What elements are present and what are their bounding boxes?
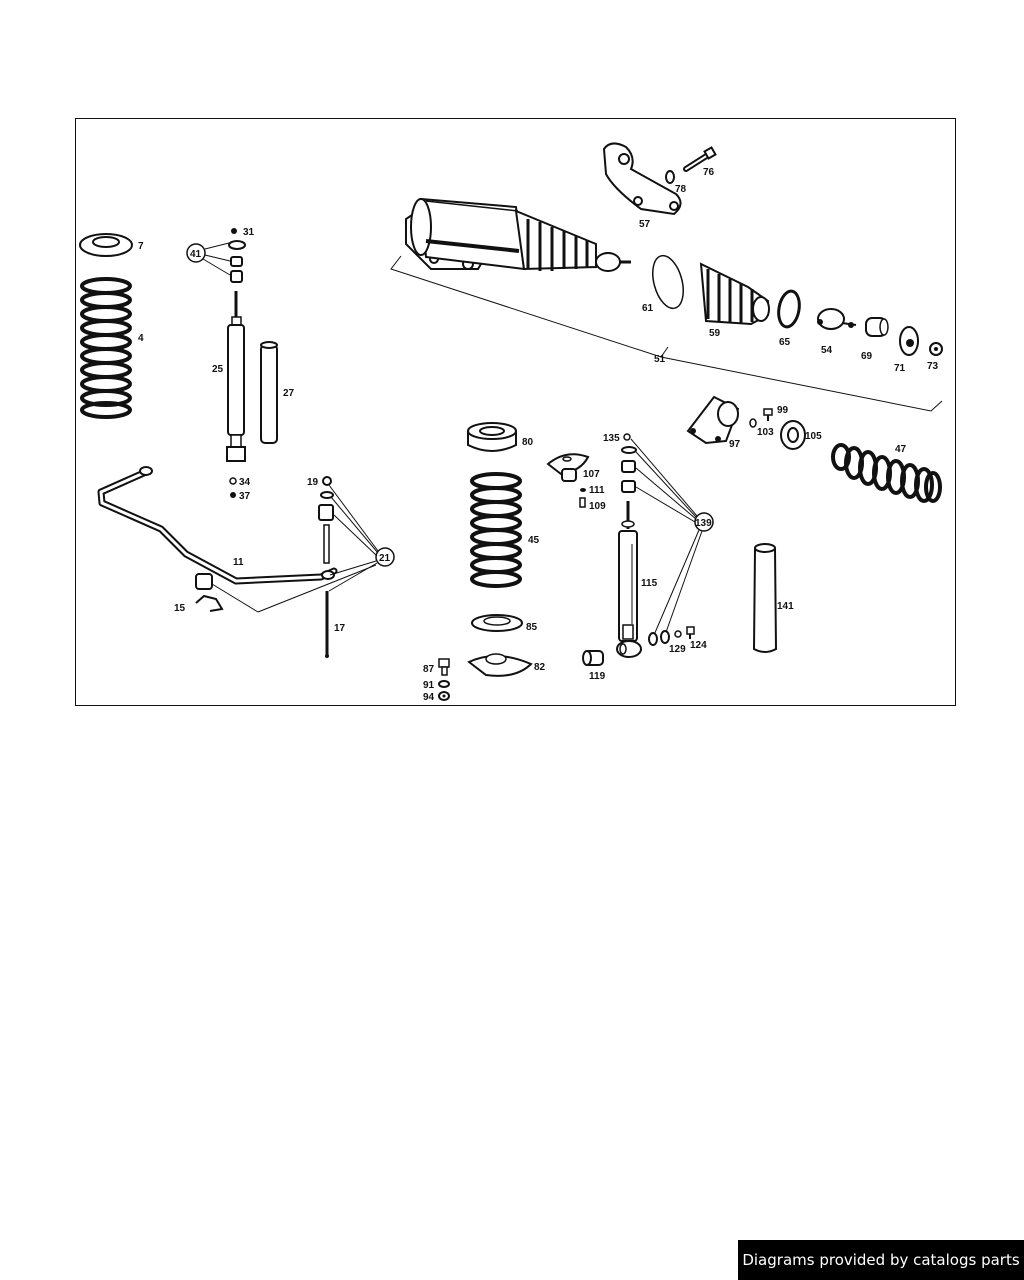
part-washer-129[interactable]: [648, 630, 670, 646]
label-4: 4: [138, 333, 144, 344]
label-105: 105: [805, 431, 822, 442]
label-139: 139: [695, 518, 712, 529]
part-bolt-109[interactable]: [579, 497, 586, 508]
label-99: 99: [777, 405, 789, 416]
part-bushing-spacer[interactable]: [318, 504, 334, 564]
label-135: 135: [603, 433, 620, 444]
label-73: 73: [927, 361, 939, 372]
part-coil-spring-45[interactable]: [470, 472, 522, 588]
part-clamp-ring-65[interactable]: [776, 289, 802, 329]
part-bump-stop-141[interactable]: [752, 543, 778, 653]
part-bolt-76[interactable]: [683, 146, 717, 172]
part-coil-spring-4[interactable]: [80, 277, 132, 419]
callout-circle-139: [630, 438, 714, 636]
label-7: 7: [138, 241, 144, 252]
part-steering-cylinder-51[interactable]: [405, 197, 631, 272]
exploded-parts-diagram: 7 4 31 41 25 27 34 37 19 21 11 15 17 76 …: [79, 142, 943, 703]
part-stabilizer-bar-11[interactable]: [97, 466, 338, 585]
label-45: 45: [528, 535, 540, 546]
label-71: 71: [894, 363, 906, 374]
label-57: 57: [639, 219, 651, 230]
diagram-credit-badge: Diagrams provided by catalogs parts: [738, 1240, 1024, 1280]
part-nut-37[interactable]: [230, 492, 236, 498]
label-41: 41: [190, 249, 202, 260]
part-spring-plate-82[interactable]: [467, 653, 533, 677]
label-61: 61: [642, 303, 654, 314]
part-clamp-15[interactable]: [195, 573, 224, 612]
part-washer-103[interactable]: [749, 418, 757, 428]
parts-diagram-frame: 7 4 31 41 25 27 34 37 19 21 11 15 17 76 …: [75, 118, 956, 706]
label-82: 82: [534, 662, 546, 673]
part-mount-107[interactable]: [546, 453, 590, 482]
part-number-labels: 7 4 31 41 25 27 34 37 19 21 11 15 17 76 …: [138, 167, 939, 703]
part-bushing-69[interactable]: [865, 317, 889, 337]
part-bracket-97[interactable]: [686, 395, 740, 445]
label-21: 21: [379, 553, 391, 564]
label-59: 59: [709, 328, 721, 339]
part-washer-78[interactable]: [665, 170, 675, 184]
part-bolt-124[interactable]: [674, 626, 695, 639]
label-115: 115: [641, 578, 658, 589]
label-141: 141: [777, 601, 794, 612]
label-94: 94: [423, 692, 435, 703]
part-mount-hardware-139[interactable]: [621, 446, 637, 493]
part-washer-111[interactable]: [580, 488, 586, 492]
label-97: 97: [729, 439, 741, 450]
label-11: 11: [233, 557, 244, 568]
part-ring-61[interactable]: [647, 252, 688, 311]
label-17: 17: [334, 623, 346, 634]
part-bolt-99[interactable]: [763, 408, 773, 421]
label-47: 47: [895, 444, 907, 455]
part-shock-absorber-25[interactable]: [226, 291, 246, 462]
part-nut-94[interactable]: [438, 691, 450, 701]
part-bolt-34[interactable]: [229, 477, 237, 485]
label-51: 51: [654, 354, 666, 365]
label-103: 103: [757, 427, 774, 438]
part-cap-71[interactable]: [899, 326, 919, 356]
label-34: 34: [239, 477, 251, 488]
label-54: 54: [821, 345, 833, 356]
part-spring-pad-85[interactable]: [471, 614, 523, 632]
label-80: 80: [522, 437, 534, 448]
part-sleeve-27[interactable]: [260, 341, 278, 444]
label-69: 69: [861, 351, 873, 362]
part-ball-joint-54[interactable]: [817, 308, 857, 330]
label-31: 31: [243, 227, 255, 238]
label-119: 119: [589, 671, 606, 682]
callout-circle-21: [211, 484, 395, 613]
part-link-rod-17[interactable]: [325, 591, 329, 658]
label-76: 76: [703, 167, 715, 178]
part-nut-73[interactable]: [929, 342, 943, 356]
part-washer-19[interactable]: [320, 476, 334, 499]
label-111: 111: [589, 485, 605, 496]
label-25: 25: [212, 364, 224, 375]
part-steering-arm-57[interactable]: [602, 142, 682, 216]
assembly-bracket-51: [390, 255, 943, 412]
label-37: 37: [239, 491, 251, 502]
label-109: 109: [589, 501, 606, 512]
part-shock-absorber-115[interactable]: [616, 501, 642, 658]
part-boot-59[interactable]: [699, 262, 770, 326]
part-bolt-87[interactable]: [438, 658, 450, 676]
label-87: 87: [423, 664, 435, 675]
part-mount-105[interactable]: [780, 420, 806, 450]
part-nut-135[interactable]: [623, 433, 631, 441]
part-washer-91[interactable]: [438, 680, 450, 688]
label-15: 15: [174, 603, 186, 614]
part-mount-hardware-41[interactable]: [228, 228, 246, 283]
part-bushing-119[interactable]: [582, 650, 604, 666]
part-spring-seat-80[interactable]: [467, 422, 517, 452]
label-27: 27: [283, 388, 295, 399]
label-78: 78: [675, 184, 687, 195]
label-91: 91: [423, 680, 435, 691]
label-107: 107: [583, 469, 600, 480]
label-124: 124: [690, 640, 707, 651]
part-spring-seat-7[interactable]: [79, 233, 133, 257]
callout-circle-41: [186, 242, 231, 276]
label-129: 129: [669, 644, 686, 655]
part-coil-spring-47[interactable]: [831, 443, 942, 503]
label-85: 85: [526, 622, 538, 633]
label-65: 65: [779, 337, 791, 348]
label-19: 19: [307, 477, 319, 488]
